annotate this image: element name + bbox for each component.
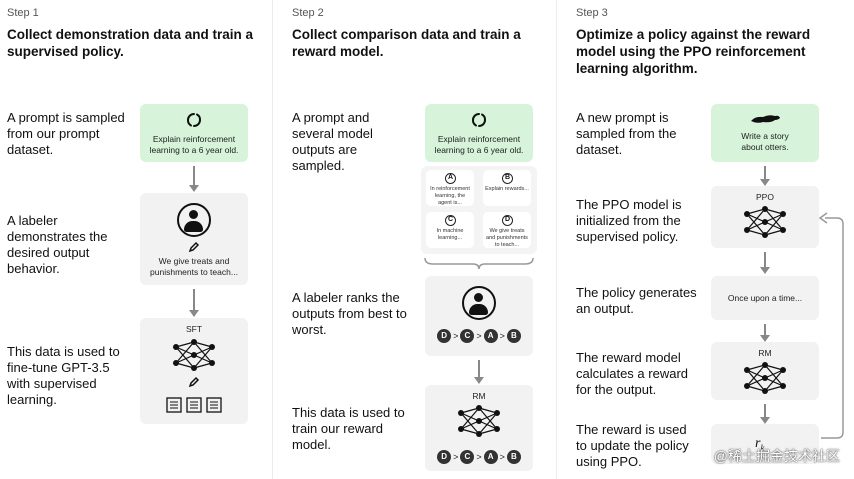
step3-desc-prompt: A new prompt is sampled from the dataset… — [576, 110, 677, 157]
step2-desc-train: This data is used to train our reward mo… — [292, 405, 405, 452]
step1-prompt-box: Explain reinforcement learning to a 6 ye… — [140, 104, 248, 162]
rm-label: RM — [472, 391, 486, 401]
step2-column: Step 2 Collect comparison data and train… — [285, 0, 553, 479]
rank-3: A — [483, 450, 498, 464]
neural-network-icon — [458, 405, 500, 437]
step2-rm-box: RM D> C> A> B — [425, 385, 533, 471]
output-c-letter: C — [445, 215, 456, 226]
juejin-logo-icon — [641, 449, 657, 465]
rank-gt: > — [453, 452, 459, 462]
step2-label: Step 2 — [292, 7, 324, 19]
step3-desc-update: The reward is used to update the policy … — [576, 422, 689, 469]
neural-network-icon — [744, 206, 786, 238]
output-d: D We give treats and punishments to teach… — [483, 212, 531, 248]
reward-value: r — [755, 436, 761, 451]
step3-arrow-1 — [760, 166, 770, 186]
step2-desc-sample: A prompt and several model outputs are s… — [292, 110, 373, 173]
divider-1 — [272, 0, 273, 479]
rank-gt: > — [476, 331, 482, 341]
output-b-letter: B — [502, 173, 513, 184]
otter-icon — [751, 115, 780, 123]
step3-rm-box: RM — [711, 342, 819, 400]
rank-2: C — [460, 329, 475, 343]
step1-desc-finetune: This data is used to fine-tune GPT-3.5 w… — [7, 344, 120, 407]
step3-arrow-4 — [760, 404, 770, 424]
neural-network-icon — [744, 362, 786, 394]
output-a-letter: A — [445, 173, 456, 184]
step3-desc-reward: The reward model calculates a reward for… — [576, 350, 688, 397]
rank-gt: > — [499, 452, 505, 462]
step1-sft-box: SFT — [140, 318, 248, 424]
step3-reward-box: rk — [711, 424, 819, 464]
step2-prompt-text: Explain reinforcement learning to a 6 ye… — [434, 134, 524, 155]
labeler-avatar — [462, 286, 496, 320]
recycle-icon — [187, 113, 201, 127]
output-d-text: We give treats and punishments to teach.… — [486, 228, 528, 248]
step3-arrow-2 — [760, 252, 770, 274]
rank-gt: > — [476, 452, 482, 462]
step2-title: Collect comparison data and train a rewa… — [292, 27, 521, 59]
step2-prompt-box: Explain reinforcement learning to a 6 ye… — [425, 104, 533, 162]
step1-demo-text: We give treats and punishments to teach.… — [150, 256, 238, 277]
step1-desc-labeler: A labeler demonstrates the desired outpu… — [7, 213, 108, 276]
step3-output-box: Once upon a time... — [711, 276, 819, 320]
brace-icon — [424, 257, 534, 270]
step1-arrow-2 — [189, 289, 199, 317]
step1-title: Collect demonstration data and train a s… — [7, 27, 254, 59]
divider-2 — [556, 0, 557, 479]
step3-desc-generate: The policy generates an output. — [576, 285, 697, 316]
sft-label: SFT — [185, 324, 203, 334]
step1-prompt-text: Explain reinforcement learning to a 6 ye… — [149, 134, 239, 155]
output-c: C In machine learning... — [426, 212, 474, 248]
ppo-label: PPO — [756, 192, 774, 202]
watermark-text: @稀土掘金技术社区 — [713, 448, 840, 464]
step3-column: Step 3 Optimize a policy against the rew… — [569, 0, 854, 479]
output-a: A In reinforcement learning, the agent is… — [426, 170, 474, 206]
step2-rank-box: D> C> A> B — [425, 276, 533, 356]
step2-arrow — [474, 360, 484, 384]
rank-2: C — [460, 450, 475, 464]
feedback-loop-arrow — [818, 212, 844, 439]
rank-gt: > — [499, 331, 505, 341]
step3-desc-init: The PPO model is initialized from the su… — [576, 197, 682, 244]
rank-3: A — [483, 329, 498, 343]
rm-label: RM — [758, 348, 772, 358]
step3-prompt-text: Write a story about otters. — [741, 131, 789, 152]
step2-outputs-box: A In reinforcement learning, the agent is… — [421, 166, 537, 254]
pencil-icon — [188, 241, 200, 253]
ranking-row: D> C> A> B — [425, 449, 533, 465]
step3-output-text: Once upon a time... — [727, 293, 803, 303]
ranking-row: D> C> A> B — [425, 328, 533, 344]
rank-1: D — [437, 329, 452, 343]
step3-arrow-3 — [760, 324, 770, 342]
documents-icon — [166, 397, 222, 413]
reward-subscript: k — [760, 442, 765, 453]
labeler-avatar — [177, 203, 211, 237]
step3-label: Step 3 — [576, 7, 608, 19]
output-b-text: Explain rewards... — [485, 186, 529, 192]
step3-ppo-box: PPO — [711, 186, 819, 248]
recycle-icon — [472, 113, 486, 127]
pencil-icon — [188, 376, 200, 388]
neural-network-icon — [173, 339, 215, 371]
step3-title: Optimize a policy against the reward mod… — [576, 27, 811, 76]
step1-demo-box: We give treats and punishments to teach.… — [140, 193, 248, 285]
step1-label: Step 1 — [7, 7, 39, 19]
rank-1: D — [437, 450, 452, 464]
step1-arrow-1 — [189, 166, 199, 192]
output-c-text: In machine learning... — [436, 228, 464, 241]
reward-symbol: rk — [755, 436, 764, 453]
rank-gt: > — [453, 331, 459, 341]
rank-4: B — [506, 450, 521, 464]
step1-desc-prompt: A prompt is sampled from our prompt data… — [7, 110, 125, 157]
output-b: B Explain rewards... — [483, 170, 531, 206]
step1-column: Step 1 Collect demonstration data and tr… — [0, 0, 270, 479]
output-a-text: In reinforcement learning, the agent is.… — [430, 186, 470, 206]
step2-desc-rank: A labeler ranks the outputs from best to… — [292, 290, 407, 337]
rank-4: B — [506, 329, 521, 343]
output-d-letter: D — [502, 215, 513, 226]
step3-prompt-box: Write a story about otters. — [711, 104, 819, 162]
